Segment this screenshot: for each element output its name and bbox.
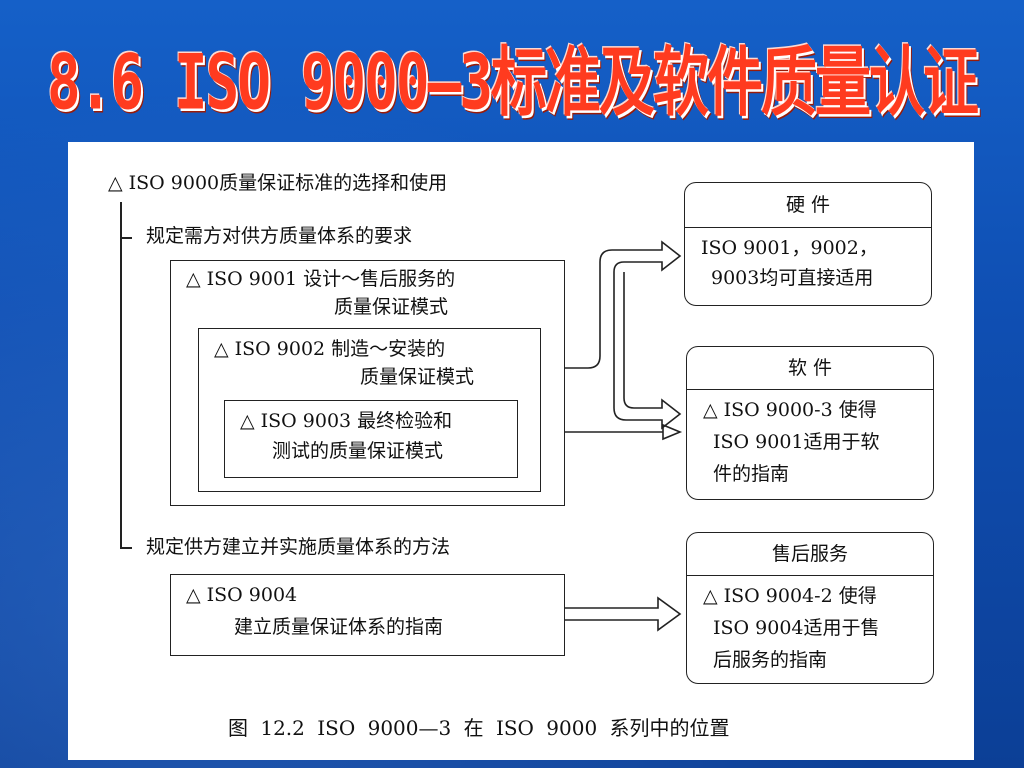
service-line3: 后服务的指南 <box>713 649 828 671</box>
service-title: 售后服务 <box>687 533 933 576</box>
iso9003-line2: 测试的质量保证模式 <box>272 440 444 462</box>
software-line3: 件的指南 <box>713 463 790 485</box>
service-line2: ISO 9004适用于售 <box>713 617 880 639</box>
hardware-title: 硬 件 <box>685 183 931 228</box>
software-title: 软 件 <box>687 347 933 390</box>
tree-branch2-tick <box>120 547 132 549</box>
hardware-box: 硬 件 ISO 9001，9002， 9003均可直接适用 <box>684 182 932 306</box>
iso9001-line1: △ ISO 9001 设计～售后服务的 <box>186 268 456 290</box>
tree-branch1-tick <box>120 237 132 239</box>
connector-arrows <box>565 240 683 632</box>
figure-caption: 图 12.2 ISO 9000—3 在 ISO 9000 系列中的位置 <box>228 716 730 740</box>
iso9004-line2: 建立质量保证体系的指南 <box>234 616 444 638</box>
iso9003-line1: △ ISO 9003 最终检验和 <box>240 410 453 432</box>
iso9004-box <box>170 574 565 656</box>
software-line1: △ ISO 9000-3 使得 <box>703 399 877 421</box>
slide-title: 8.6 ISO 9000—3标准及软件质量认证 <box>46 39 979 128</box>
arrow-9004-to-service <box>565 596 682 632</box>
iso9001-line2: 质量保证模式 <box>334 296 449 318</box>
software-line2: ISO 9001适用于软 <box>713 431 880 453</box>
iso9003-box <box>224 400 518 478</box>
iso9004-line1: △ ISO 9004 <box>186 584 298 606</box>
arrow-to-hardware <box>565 240 682 369</box>
service-box: 售后服务 △ ISO 9004-2 使得 ISO 9004适用于售 后服务的指南 <box>686 532 934 684</box>
software-box: 软 件 △ ISO 9000-3 使得 ISO 9001适用于软 件的指南 <box>686 346 934 500</box>
branch2-label: 规定供方建立并实施质量体系的方法 <box>146 536 451 558</box>
iso9002-line2: 质量保证模式 <box>360 366 475 388</box>
arrow-to-software <box>613 272 682 430</box>
iso9002-line1: △ ISO 9002 制造～安装的 <box>214 338 446 360</box>
diagram-panel: △ ISO 9000质量保证标准的选择和使用 规定需方对供方质量体系的要求 △ … <box>68 142 974 760</box>
hardware-line2: 9003均可直接适用 <box>711 267 874 289</box>
branch1-label: 规定需方对供方质量体系的要求 <box>146 225 413 247</box>
hardware-line1: ISO 9001，9002， <box>701 237 878 259</box>
root-label: △ ISO 9000质量保证标准的选择和使用 <box>108 172 448 194</box>
iso9001-box <box>170 260 565 506</box>
iso9002-box <box>198 328 541 492</box>
service-line1: △ ISO 9004-2 使得 <box>703 585 877 607</box>
arrow-9003-to-software <box>565 423 683 441</box>
tree-vertical-line <box>120 202 122 547</box>
